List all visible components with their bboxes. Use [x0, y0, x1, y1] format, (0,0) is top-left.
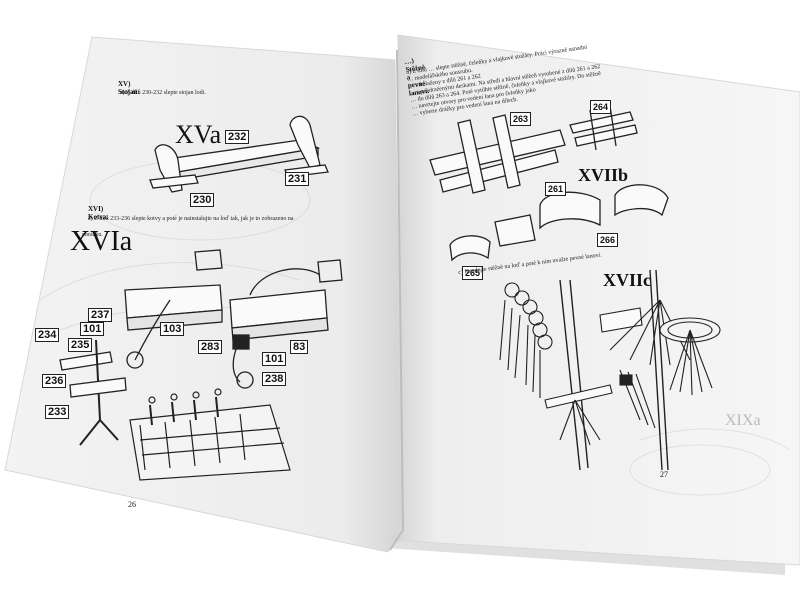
fig-xviib-label-266: 266	[597, 233, 619, 247]
fig-xva-label-232: 232	[225, 130, 250, 144]
fig-xviib-label-265: 265	[462, 266, 484, 280]
fig-xvia-label-101b: 101	[262, 352, 287, 366]
fig-xvia-title: XVIa	[70, 226, 133, 257]
xva-stand-drawing	[149, 115, 329, 193]
fig-xvia-label-237: 237	[88, 308, 113, 322]
fig-xviib-label-263: 263	[510, 112, 532, 126]
fig-xvia-label-101: 101	[80, 322, 105, 336]
fig-xvia-label-233: 233	[45, 405, 70, 419]
xviib-mast-parts	[429, 105, 669, 262]
fig-xviib-label-264: 264	[590, 100, 612, 114]
fig-xvia-label-83: 83	[290, 340, 309, 354]
section-xv-text: a) Z dílů 230-232 slepte stojan lodi.	[120, 90, 206, 96]
section-xvi-text-1: a) Z dílů 233-236 slepte kotvy a poté je…	[88, 216, 294, 222]
right-page-number: 27	[660, 470, 668, 479]
fig-xva-label-230: 230	[190, 193, 215, 207]
fig-xva-label-231: 231	[285, 172, 310, 186]
fig-xvia-label-103: 103	[160, 322, 185, 336]
fig-xvia-label-235: 235	[68, 338, 93, 352]
fig-xviic-title: XVIIc	[603, 270, 651, 290]
xvia-anchor-drawing	[59, 249, 223, 446]
right-watermark-sketch	[629, 428, 791, 496]
xviic-rigging-drawing	[499, 269, 721, 471]
right-page-sheet	[386, 34, 800, 566]
fig-xvia-label-234: 234	[35, 328, 60, 342]
watermark-xixa: XIXa	[725, 412, 761, 429]
xvia-hook-drawing	[229, 259, 343, 389]
section-xvi-text-2: obrázku.	[82, 232, 103, 238]
ship-hull-detail	[129, 388, 291, 481]
section-xv-heading: XV) Stojan:	[118, 80, 140, 96]
fig-xvia-label-238: 238	[262, 372, 287, 386]
fig-xvia-label-283: 283	[198, 340, 223, 354]
fig-xviib-title: XVIIb	[578, 165, 629, 185]
fig-xva-title: XVa	[175, 120, 222, 149]
left-page-number: 26	[128, 500, 136, 509]
section-xvi-heading: XVI) Kotva:	[88, 205, 109, 221]
spine-gutter	[389, 49, 405, 551]
fig-xvia-label-236: 236	[42, 374, 67, 388]
fig-xviib-label-261: 261	[545, 182, 567, 196]
